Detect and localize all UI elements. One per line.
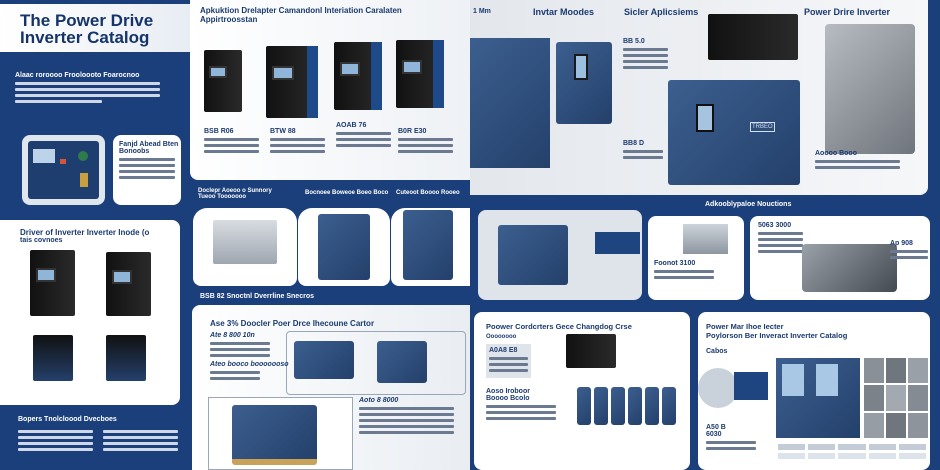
inverter-cabinet: TRBEO bbox=[668, 80, 800, 185]
inverter-unit bbox=[266, 46, 318, 118]
inverter-cabinet bbox=[470, 38, 550, 168]
feature-card: Fanjd Abead Bten Bonoobs bbox=[113, 135, 181, 205]
catalog-panel: Power Mar Ihoe Iecter Poylorson Ber Inve… bbox=[698, 312, 930, 470]
inverter-unit bbox=[204, 50, 242, 112]
intro-text: Alaac roroooo Frooloooto Foarocnoo bbox=[15, 72, 160, 106]
band-caption: Cuteoot Boooo Rooeo bbox=[396, 190, 460, 196]
converter-sub3: Boooo Bcolo bbox=[486, 395, 530, 402]
section-bar: BSB 82 Snoctnl Dverrline Snecros bbox=[200, 293, 314, 300]
inverter-unit bbox=[106, 252, 151, 316]
power-module bbox=[708, 14, 798, 60]
inverter-unit bbox=[106, 335, 146, 381]
spec-label: BB8 D bbox=[623, 140, 645, 147]
spec-label: Aoooo Booo bbox=[815, 150, 857, 157]
bottom-list-heading: Bopers Tnolcloood Dvecboes bbox=[18, 416, 117, 423]
converter-box-label: A0A8 E8 bbox=[489, 347, 518, 354]
inverter-unit bbox=[334, 42, 382, 110]
bottom-list: Bopers Tnolcloood Dvecboes bbox=[18, 416, 178, 454]
col3-title: Power Drire Inverter bbox=[804, 7, 891, 17]
breaker-row bbox=[577, 387, 676, 425]
inverter-unit bbox=[30, 250, 75, 316]
intro-heading: Alaac roroooo Frooloooto Foarocnoo bbox=[15, 72, 140, 79]
unit-badge: TRBEO bbox=[750, 122, 775, 132]
band-card bbox=[391, 208, 470, 286]
card-label: 5063 3000 bbox=[758, 222, 792, 229]
terminal-block bbox=[566, 334, 616, 368]
products-panel: Apkuktion Drelapter Camandonl Interiatio… bbox=[190, 0, 470, 180]
spec-label: BB 5.0 bbox=[623, 38, 645, 45]
converter-title: Poower Cordcrters Gece Changdog Crse bbox=[486, 322, 632, 331]
models-card-subtitle: tais covnoes bbox=[20, 237, 63, 244]
product-label: AOAB 76 bbox=[336, 122, 367, 129]
converter-panel: Poower Cordcrters Gece Changdog Crse Ooo… bbox=[474, 312, 690, 470]
catalog-title-line2: Inverter Catalog bbox=[20, 28, 150, 47]
band-title: Adkooblypaloe Nouctions bbox=[705, 201, 792, 208]
control-panel-image bbox=[776, 358, 860, 438]
feature-card: 5063 3000 Ap 908 bbox=[750, 216, 930, 300]
inverter-unit bbox=[377, 341, 427, 383]
control-panel-image bbox=[22, 135, 105, 205]
inverter-unit bbox=[294, 341, 354, 379]
models-card-title: Driver of Inverter Inverter Inode (o bbox=[20, 228, 150, 237]
catalog-title-line1: Power Mar Ihoe Iecter bbox=[706, 322, 784, 331]
title-panel: The Power Drive Inverter Catalog bbox=[0, 4, 190, 52]
doocler-sub1: Ate 8 800 10n bbox=[210, 332, 255, 339]
inverter-unit bbox=[556, 42, 612, 124]
products-heading-line2: Appirtroosstan bbox=[200, 15, 258, 24]
col1-title: Invtar Moodes bbox=[533, 7, 595, 17]
models-card: Driver of Inverter Inverter Inode (o tai… bbox=[0, 220, 180, 405]
products-heading-line1: Apkuktion Drelapter Camandonl Interiatio… bbox=[200, 6, 402, 15]
card-label: Foonot 3100 bbox=[654, 260, 696, 267]
feature-card: Foonot 3100 bbox=[648, 216, 744, 300]
converter-sub2: Aoso Iroboor bbox=[486, 388, 530, 395]
drive-assembly bbox=[825, 24, 915, 154]
catalog-model2: 6030 bbox=[706, 431, 722, 438]
card-side-label: Ap 908 bbox=[890, 240, 913, 247]
catalog-sub: Cabos bbox=[706, 348, 728, 355]
band-subcaption: Tueoo Tooooooo bbox=[198, 194, 247, 200]
product-label: B0R E30 bbox=[398, 128, 427, 135]
band-card bbox=[298, 208, 390, 286]
col2-title: Sicler Aplicsiems bbox=[624, 7, 699, 17]
band-caption-text: Doclepr Aoeoo o Sunnory bbox=[198, 188, 272, 194]
catalog-model: A50 B bbox=[706, 424, 726, 431]
product-label: BSB R06 bbox=[204, 128, 234, 135]
doocler-sub3: Aoto 8 8000 bbox=[359, 397, 399, 404]
converter-sub: Oooooooo bbox=[486, 334, 517, 340]
right-top-panel: 1 Mm Invtar Moodes Sicler Aplicsiems Pow… bbox=[470, 0, 928, 195]
photo-grid bbox=[864, 358, 928, 438]
doocler-heading: Ase 3% Doocler Poer Drce Ihecoune Cartor bbox=[210, 319, 375, 328]
doocler-sub2: Ateo booco booooooso bbox=[210, 361, 289, 368]
catalog-title-line2: Poylorson Ber Inveract Inverter Catalog bbox=[706, 331, 848, 340]
catalog-title-line1: The Power Drive bbox=[20, 11, 154, 30]
corner-label: 1 Mm bbox=[473, 8, 491, 15]
feature-card-subtitle: Bonoobs bbox=[119, 148, 150, 155]
band-card bbox=[193, 208, 297, 286]
band-caption: Bocnoee Boweoe Boeo Boco bbox=[305, 190, 389, 196]
doocler-panel: Ase 3% Doocler Poer Drce Ihecoune Cartor… bbox=[192, 305, 470, 470]
feature-card bbox=[478, 210, 642, 300]
product-label: BTW 88 bbox=[270, 128, 296, 135]
feature-card-title: Fanjd Abead Bten bbox=[119, 141, 179, 148]
inverter-unit bbox=[232, 405, 317, 465]
inverter-unit bbox=[33, 335, 73, 381]
inverter-unit bbox=[396, 40, 444, 108]
